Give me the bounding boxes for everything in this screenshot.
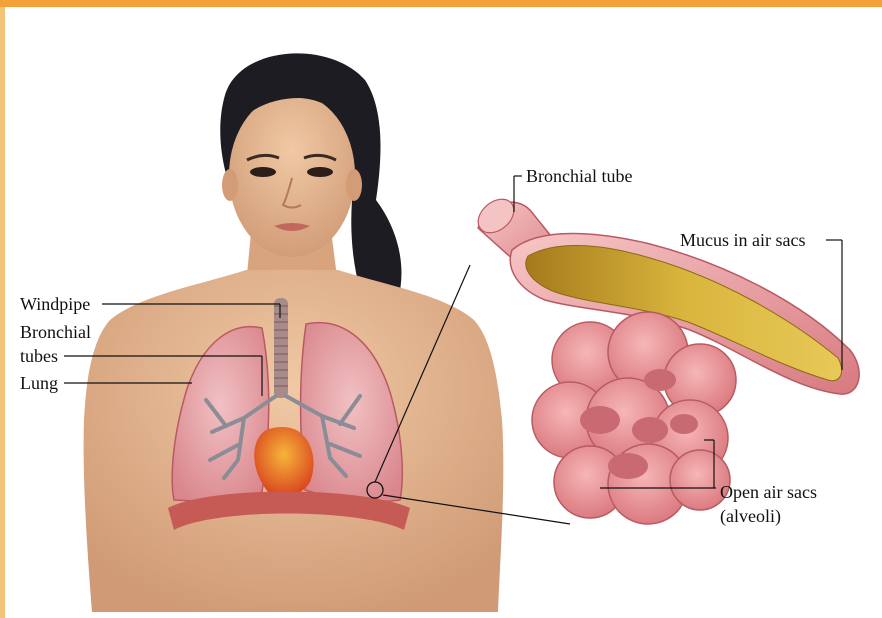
left-eye bbox=[250, 167, 276, 177]
right-eye bbox=[307, 167, 333, 177]
alveoli-cluster bbox=[532, 312, 736, 524]
windpipe-tube bbox=[274, 298, 288, 398]
label-bronchial-tube: Bronchial tube bbox=[526, 166, 632, 186]
label-open-air-sacs-1: Open air sacs bbox=[720, 482, 817, 502]
label-open-air-sacs-2: (alveoli) bbox=[720, 506, 781, 527]
face bbox=[229, 93, 355, 257]
label-mucus: Mucus in air sacs bbox=[680, 230, 805, 250]
label-bronchial-tubes-2: tubes bbox=[20, 346, 58, 366]
label-bronchial-tubes-1: Bronchial bbox=[20, 322, 91, 342]
label-windpipe: Windpipe bbox=[20, 294, 90, 314]
label-lung: Lung bbox=[20, 373, 58, 393]
